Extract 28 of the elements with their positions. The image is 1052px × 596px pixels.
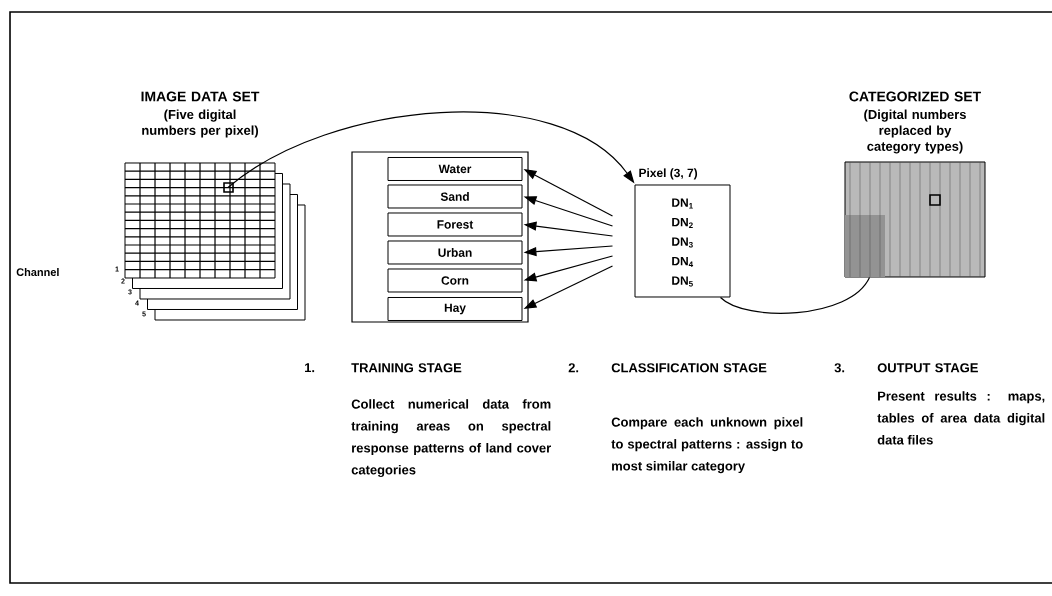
stage-description: Compare each unknown pixel to spectral patterns : assign to most similar category bbox=[611, 417, 803, 474]
stage-description: Present results : maps, tables of area data digital data files bbox=[877, 391, 1045, 445]
band-value: DN$_{3}$ bbox=[672, 237, 693, 248]
stage-heading: TRAINING STAGE bbox=[351, 363, 462, 373]
category-box: Sand bbox=[387, 184, 523, 209]
band-value: DN$_{4}$ bbox=[672, 257, 694, 267]
stage-heading: CLASSIFICATION STAGE bbox=[611, 363, 767, 373]
band-value: DN$_{1}$ bbox=[672, 198, 693, 209]
category-box: Forest bbox=[387, 212, 523, 237]
step-number: 3. bbox=[834, 363, 845, 373]
category-box: Urban bbox=[387, 240, 523, 265]
heading: CATEGORIZED SET bbox=[849, 91, 981, 102]
subheading: (Five digital numbers per pixel) bbox=[142, 109, 258, 138]
heading: IMAGE DATA SET bbox=[141, 91, 260, 102]
pixel-label: Pixel (3, 7) bbox=[639, 168, 698, 180]
step-number: 2. bbox=[568, 363, 579, 373]
step-number: 1. bbox=[305, 363, 315, 373]
stage-heading: OUTPUT STAGE bbox=[877, 363, 978, 373]
stage-description: Collect numerical data from training areas on spectral response patterns of land cover categories bbox=[351, 399, 551, 478]
band-value: DN$_{2}$ bbox=[672, 218, 693, 228]
category-box: Corn bbox=[387, 268, 523, 293]
subheading: (Digital numbers replaced by category types) bbox=[864, 109, 966, 154]
category-box: Water bbox=[387, 157, 523, 181]
axis-label: Channel bbox=[16, 267, 59, 276]
training-box bbox=[351, 151, 529, 323]
category-box: Hay bbox=[387, 297, 523, 321]
band-value: DN$_{5}$ bbox=[672, 276, 693, 287]
arrow bbox=[227, 111, 635, 189]
